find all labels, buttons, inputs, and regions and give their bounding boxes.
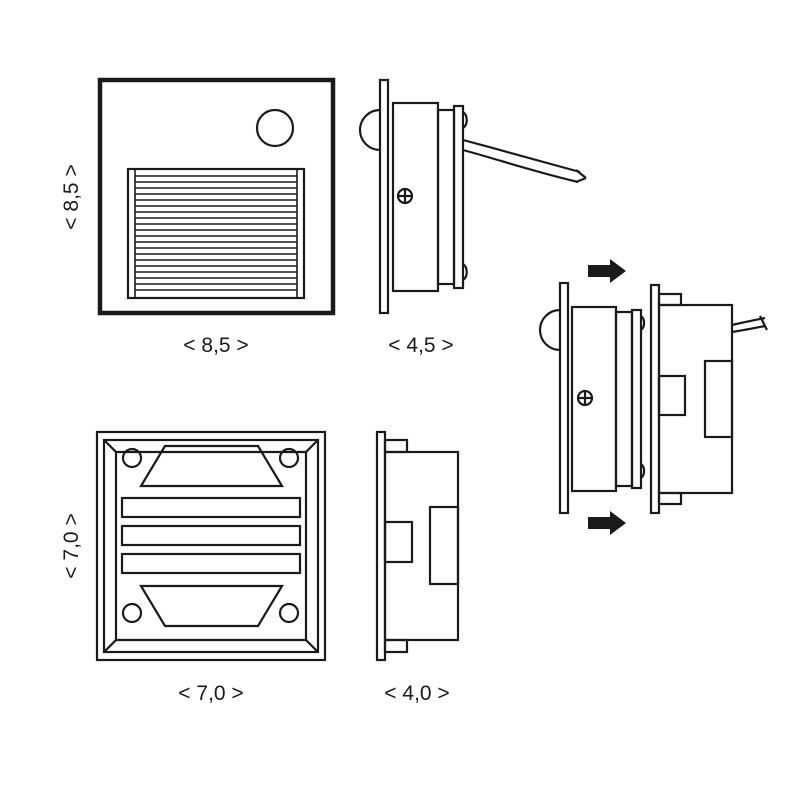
- side-sensor-dome: [358, 108, 381, 152]
- box-slot-2: [120, 524, 302, 547]
- box-body: [383, 450, 460, 642]
- dim-box-width: < 7,0 >: [178, 682, 243, 705]
- louver-frame: [126, 167, 306, 300]
- assembly-view: [538, 259, 768, 535]
- box-inner: [102, 438, 320, 654]
- box-front-view: [95, 430, 327, 662]
- side-view: [358, 78, 587, 315]
- box-slot-3: [120, 552, 302, 575]
- screw-icon: [576, 389, 594, 407]
- mount-hole-tr: [278, 447, 300, 469]
- arrow-right-icon: [588, 511, 626, 535]
- arrow-right-icon: [588, 259, 626, 283]
- dim-front-width: < 8,5 >: [183, 334, 248, 357]
- box-bottom-trapezoid: [139, 584, 284, 628]
- dim-side-depth: < 4,5 >: [388, 334, 453, 357]
- box-side-view: [375, 430, 460, 662]
- side-cable: [462, 138, 581, 174]
- box-slot-1: [120, 496, 302, 519]
- dim-box-depth: < 4,0 >: [384, 682, 449, 705]
- louver-slats: [135, 175, 297, 291]
- dim-box-height: < 7,0 >: [60, 513, 83, 578]
- box-flange: [375, 430, 387, 662]
- sensor-lens: [255, 108, 295, 148]
- side-faceplate: [378, 78, 390, 315]
- mount-hole-tl: [121, 447, 143, 469]
- mount-hole-br: [278, 602, 300, 624]
- screw-icon: [396, 187, 414, 205]
- dim-front-height: < 8,5 >: [60, 164, 83, 229]
- front-view: [97, 77, 336, 316]
- mount-hole-bl: [121, 602, 143, 624]
- box-top-trapezoid: [139, 444, 284, 488]
- box-outer: [95, 430, 327, 662]
- front-plate: [97, 77, 336, 316]
